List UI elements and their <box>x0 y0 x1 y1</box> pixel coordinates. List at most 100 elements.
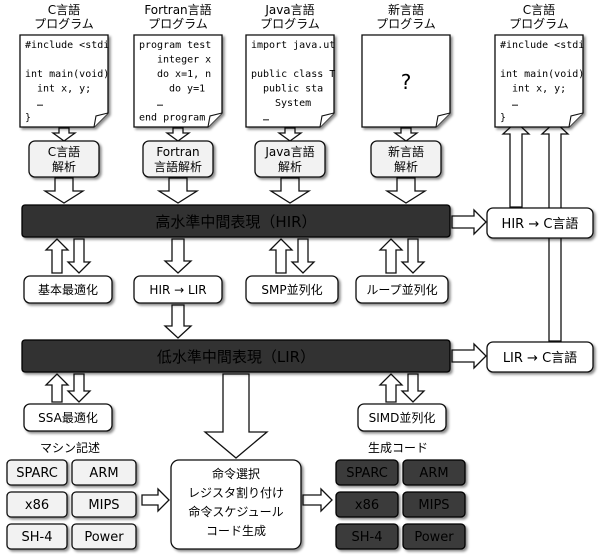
arrow-lirpass-down-1 <box>400 373 426 403</box>
codegen-box <box>170 459 302 550</box>
source-program-3-title: 新言語 <box>388 2 424 17</box>
source-program-0-title: C言語 <box>48 2 80 17</box>
machine-desc-cell <box>71 491 137 518</box>
source-program-2-document-fold <box>319 112 335 128</box>
source-program-1-code-line: end program <box>139 113 205 124</box>
arrow-lirpass-up-0 <box>44 373 70 403</box>
machine-desc-label: SH-4 <box>22 530 53 545</box>
hir-to-c-box <box>486 207 594 239</box>
output-program-title: C言語 <box>523 2 555 17</box>
hir-pass-label-0: 基本最適化 <box>38 282 98 297</box>
source-program-1-code-line: integer x <box>157 55 211 66</box>
lir-bar <box>21 339 451 373</box>
arrow-parser-to-hir-0 <box>42 177 86 204</box>
hir-pass-box-2 <box>245 275 339 304</box>
arrows-layer <box>42 121 570 513</box>
generated-code-cell <box>402 459 466 486</box>
generated-code-cell <box>402 523 466 550</box>
generated-code-label: Power <box>414 530 454 545</box>
lir-pass-label-0: SSA最適化 <box>38 410 98 425</box>
arrow-hir-to-hirc <box>451 208 487 236</box>
source-program-0-code-line: int x, y; <box>37 84 91 95</box>
generated-code-cell <box>335 491 399 518</box>
parser-label-2: Java言語 <box>264 144 314 159</box>
generated-code-label: SH-4 <box>352 530 383 545</box>
machine-desc-label: SPARC <box>16 466 58 481</box>
machine-desc-cell <box>71 459 137 486</box>
lir-bar-label: 低水準中間表現（LIR） <box>157 348 315 366</box>
codegen-step-label: 命令スケジュール <box>188 504 283 519</box>
generated-code-cell <box>335 459 399 486</box>
source-program-2-code-line: public class T <box>251 69 335 80</box>
machine-desc-cell <box>71 523 137 550</box>
generated-code-title: 生成コード <box>368 441 428 455</box>
generated-code-label: MIPS <box>418 498 449 513</box>
source-program-0-code-line: … <box>37 98 43 109</box>
source-program-1-title: Fortran言語 <box>144 2 211 17</box>
generated-code-label: x86 <box>355 498 379 513</box>
hir-to-c-label: HIR → C言語 <box>502 216 579 232</box>
source-program-1-code-line: program test <box>139 40 211 51</box>
output-program-code-line: } <box>500 113 506 124</box>
parser-label-sub-1: 言語解析 <box>154 159 202 174</box>
arrow-hirc-to-output <box>501 121 531 208</box>
parser-label-0: C言語 <box>48 144 80 159</box>
parser-label-1: Fortran <box>156 145 199 159</box>
arrow-source-to-parser-2 <box>277 127 303 142</box>
source-program-3-document-fold <box>435 112 451 128</box>
parser-box-3 <box>370 140 442 178</box>
source-program-2-code-line: … <box>263 113 269 124</box>
generated-code-cell <box>335 523 399 550</box>
lir-to-c-box <box>486 341 594 373</box>
hir-pass-box-1 <box>133 275 223 304</box>
output-program-code-line: int main(void) <box>500 69 584 80</box>
source-program-1-code-line: … <box>157 98 163 109</box>
source-program-1-code-line: do x=1, n <box>157 69 211 80</box>
machine-desc-label: x86 <box>25 498 49 513</box>
machine-desc-cell <box>6 523 68 550</box>
arrow-codegen-to-generated <box>302 487 333 513</box>
lir-pass-box-1 <box>357 403 447 432</box>
parser-box-1 <box>142 140 214 178</box>
hir-bar <box>21 204 451 238</box>
arrow-pass-up-2 <box>268 238 294 274</box>
source-program-2-code-line: import java.ut <box>251 40 335 51</box>
output-program-code-line: … <box>512 98 518 109</box>
parser-label-sub-2: 解析 <box>278 160 302 174</box>
arrow-pass-down-3 <box>400 238 426 274</box>
hir-pass-label-2: SMP並列化 <box>261 283 322 297</box>
lir-to-c-label: LIR → C言語 <box>503 350 577 366</box>
hir-pass-label-3: ループ並列化 <box>366 283 437 297</box>
parser-box-0 <box>28 140 100 178</box>
machine-desc-title: マシン記述 <box>40 440 100 455</box>
codegen-step-label: コード生成 <box>206 524 266 538</box>
source-program-3-title-sub: プログラム <box>376 17 436 31</box>
arrow-source-to-parser-1 <box>165 127 191 142</box>
arrow-lirpass-up-1 <box>378 373 404 403</box>
arrow-hir-to-hir2lir <box>163 238 193 274</box>
arrow-parser-to-hir-2 <box>268 177 312 204</box>
machine-desc-label: ARM <box>89 466 118 481</box>
source-program-2-code-line: public sta <box>263 84 323 95</box>
lir-pass-box-0 <box>23 403 113 432</box>
parser-label-3: 新言語 <box>388 144 424 159</box>
arrow-source-to-parser-3 <box>393 127 419 142</box>
source-program-0-code-line: } <box>25 113 31 124</box>
source-program-1-document-fold <box>207 112 223 128</box>
parser-label-sub-0: 解析 <box>52 160 76 174</box>
arrow-lir-to-lirc <box>451 342 487 370</box>
source-program-0-code-line: int main(void) <box>25 69 109 80</box>
source-program-0-code-line: #include <stdi <box>25 40 109 51</box>
hir-bar-label: 高水準中間表現（HIR） <box>155 213 316 231</box>
hir-pass-label-1: HIR → LIR <box>149 283 206 297</box>
arrow-pass-down-0 <box>66 238 92 274</box>
arrow-lir-to-codegen <box>203 373 269 459</box>
generated-code-label: SPARC <box>346 466 388 481</box>
output-program-document-fold <box>568 112 584 128</box>
source-program-3-unknown-mark: ? <box>401 70 412 94</box>
arrow-pass-down-2 <box>290 238 316 274</box>
arrow-source-to-parser-0 <box>51 127 77 142</box>
arrow-machine-to-codegen <box>141 487 170 513</box>
parser-label-sub-3: 解析 <box>394 160 418 174</box>
